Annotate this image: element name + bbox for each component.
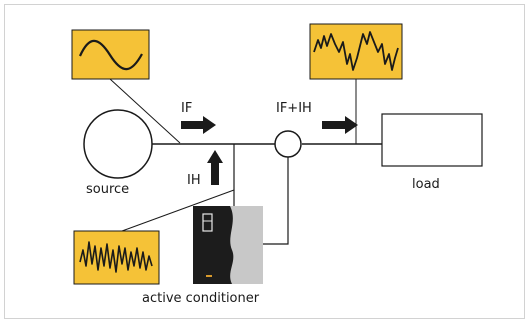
load-label: load	[412, 177, 440, 192]
conditioner-panel-connector	[121, 189, 235, 232]
source-waveform-panel	[71, 29, 150, 80]
device-display-icon	[202, 213, 213, 232]
ih-arrow	[207, 150, 223, 185]
if-ih-arrow	[322, 116, 358, 134]
if-ih-label: IF+IH	[276, 101, 312, 116]
source-label: source	[86, 182, 129, 197]
conditioner-label: active conditioner	[142, 291, 260, 306]
ih-label: IH	[187, 173, 201, 188]
current-sensor-symbol	[274, 130, 302, 158]
if-label: IF	[181, 101, 192, 116]
conditioner-waveform-panel	[73, 230, 160, 285]
if-arrow	[181, 116, 216, 134]
source-panel-connector	[109, 78, 181, 144]
device-status-led	[206, 275, 212, 277]
sensor-feedback-line	[262, 157, 289, 245]
sine-wave-icon	[78, 39, 143, 71]
harmonic-wave-icon	[79, 241, 153, 273]
distorted-wave-icon	[313, 31, 399, 71]
load-waveform-panel	[309, 23, 403, 80]
load-box	[381, 113, 483, 167]
active-conditioner-device	[193, 206, 263, 284]
source-symbol	[83, 109, 153, 179]
